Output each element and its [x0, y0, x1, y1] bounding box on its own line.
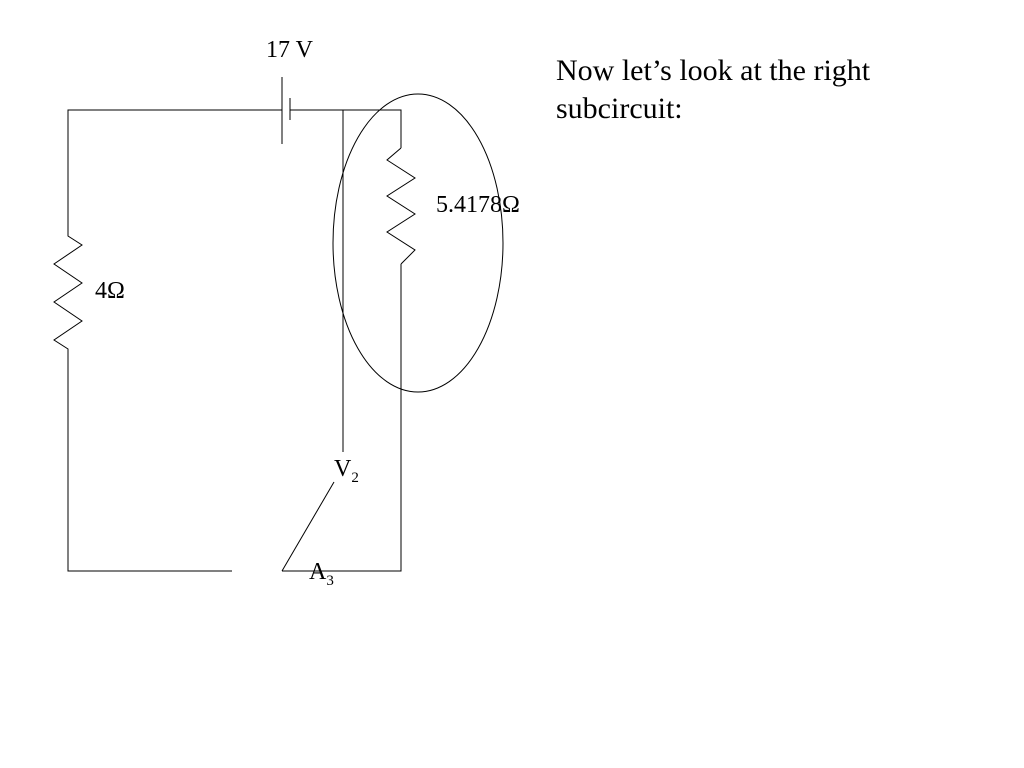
- heading-line-2: subcircuit:: [556, 92, 683, 125]
- voltmeter-letter: V: [334, 456, 352, 482]
- battery-label: 17 V: [266, 37, 314, 63]
- voltmeter-index: 2: [351, 470, 359, 486]
- slide-heading: Now let’s look at the right subcircuit:: [556, 52, 996, 128]
- battery: [281, 77, 291, 144]
- ammeter-letter: A: [309, 559, 327, 585]
- wire-left-bottom: [67, 360, 232, 572]
- wire-top-left: [67, 109, 282, 222]
- voltmeter-label: V2: [334, 456, 359, 486]
- resistor-right-label: 5.4178Ω: [436, 192, 520, 218]
- subcircuit-highlight-ellipse: [332, 93, 504, 393]
- wire-top-right: [290, 109, 402, 148]
- resistor-left-label: 4Ω: [95, 278, 125, 304]
- resistor-left: [53, 222, 83, 360]
- resistor-right: [386, 147, 416, 265]
- meter-diagonal-lead: [281, 481, 335, 572]
- ammeter-label: A3: [309, 559, 334, 589]
- ammeter-index: 3: [326, 573, 334, 589]
- heading-line-1: Now let’s look at the right: [556, 54, 871, 87]
- wire-right-bottom: [282, 264, 402, 572]
